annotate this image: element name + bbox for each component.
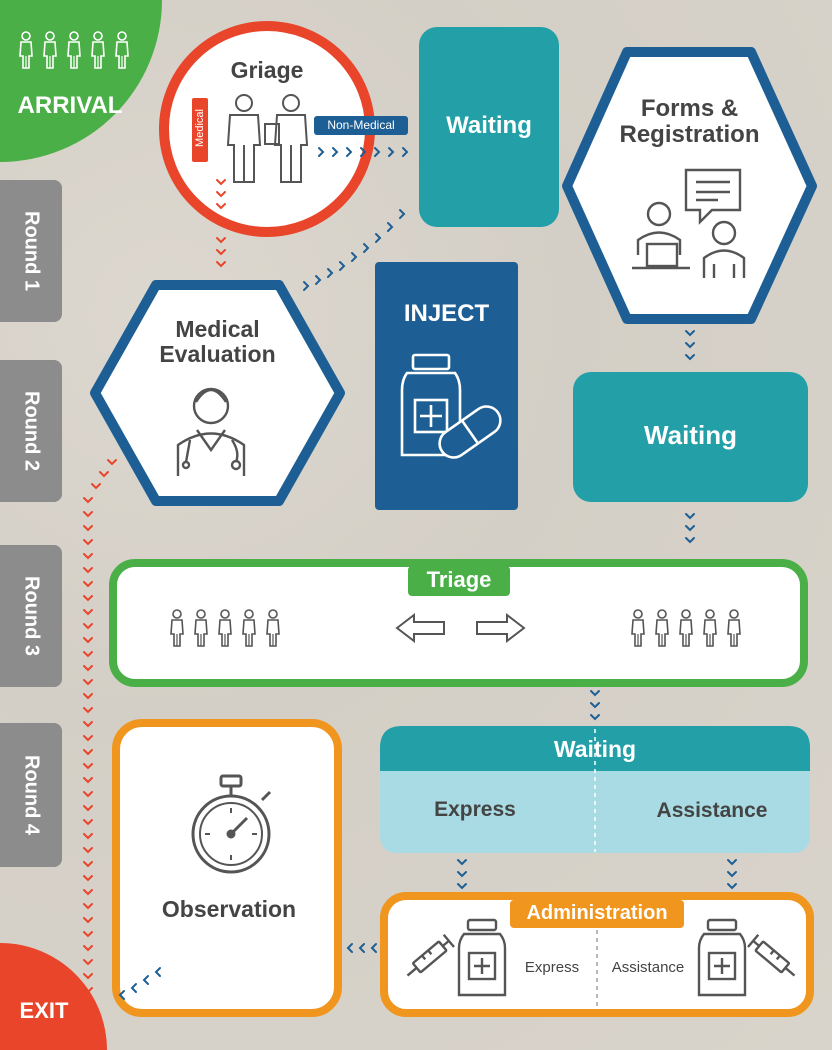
administration-assistance-label: Assistance <box>611 959 685 976</box>
exit-label: EXIT <box>19 998 69 1023</box>
bottle-right-icon <box>697 918 747 997</box>
waiting-top-label: Waiting <box>446 112 532 139</box>
syringe-left-icon <box>406 933 455 977</box>
arrival-shape <box>0 0 162 162</box>
stopwatch-icon <box>191 774 272 874</box>
arrival-label: ARRIVAL <box>17 92 123 119</box>
observation-box <box>112 719 342 1017</box>
non-medical-tag-label: Non-Medical <box>327 118 395 132</box>
forms-hexagon <box>562 47 817 324</box>
bottle-left-icon <box>457 918 507 997</box>
waiting-split-title: Waiting <box>553 736 637 762</box>
triage-title: Triage <box>426 567 492 592</box>
chevron-forms-down <box>685 330 695 360</box>
round-label: Round 1 <box>20 211 43 291</box>
round-label: Round 3 <box>20 576 43 656</box>
medicine-icon <box>400 353 502 459</box>
chevron-admin-left <box>347 943 377 953</box>
round-label: Round 4 <box>20 755 43 835</box>
waiting-mid-label: Waiting <box>644 420 737 450</box>
waiting-express-label: Express <box>434 798 516 821</box>
chevron-eval-to-exit <box>83 459 117 993</box>
griage-title: Griage <box>230 57 304 83</box>
administration-title: Administration <box>526 902 668 924</box>
round-tab-1: Round 1 <box>0 180 62 322</box>
doctor-icon <box>176 387 246 476</box>
chevron-triage-down <box>590 690 600 720</box>
medical-eval-title-line2: Evaluation <box>159 341 276 367</box>
inject-box <box>375 262 518 510</box>
arrow-right-icon <box>476 612 526 644</box>
non-medical-tag-shape <box>314 116 408 135</box>
medical-tag-label: Medical <box>194 109 206 147</box>
triage-box <box>109 559 808 687</box>
chevron-waiting-down <box>685 513 695 543</box>
waiting-top-box <box>419 27 559 227</box>
round-tab-3: Round 3 <box>0 545 62 687</box>
round-label: Round 2 <box>20 391 43 471</box>
observation-title: Observation <box>161 896 297 922</box>
triage-tag-shape <box>408 566 510 596</box>
exit-shape <box>0 943 107 1050</box>
chevron-express-down <box>457 859 467 889</box>
round-tab-2: Round 2 <box>0 360 62 502</box>
round-tab-4: Round 4 <box>0 723 62 867</box>
administration-tag-shape <box>510 900 684 928</box>
forms-title: Forms & Registration <box>587 96 792 148</box>
medical-eval-title: Medical Evaluation <box>110 317 325 367</box>
forms-title-line2: Registration <box>619 121 760 148</box>
syringe-right-icon <box>747 933 796 977</box>
griage-people-icon <box>226 94 309 183</box>
administration-express-label: Express <box>524 959 580 976</box>
waiting-mid-box <box>573 372 808 502</box>
inject-title: INJECT <box>403 300 490 327</box>
clerk-icon <box>632 168 746 278</box>
arrow-left-icon <box>395 612 445 644</box>
chevron-assistance-down <box>727 859 737 889</box>
medical-eval-title-line1: Medical <box>175 316 260 342</box>
waiting-assistance-label: Assistance <box>656 799 768 822</box>
forms-title-line1: Forms & <box>640 95 739 122</box>
medical-tag-shape <box>192 98 208 162</box>
